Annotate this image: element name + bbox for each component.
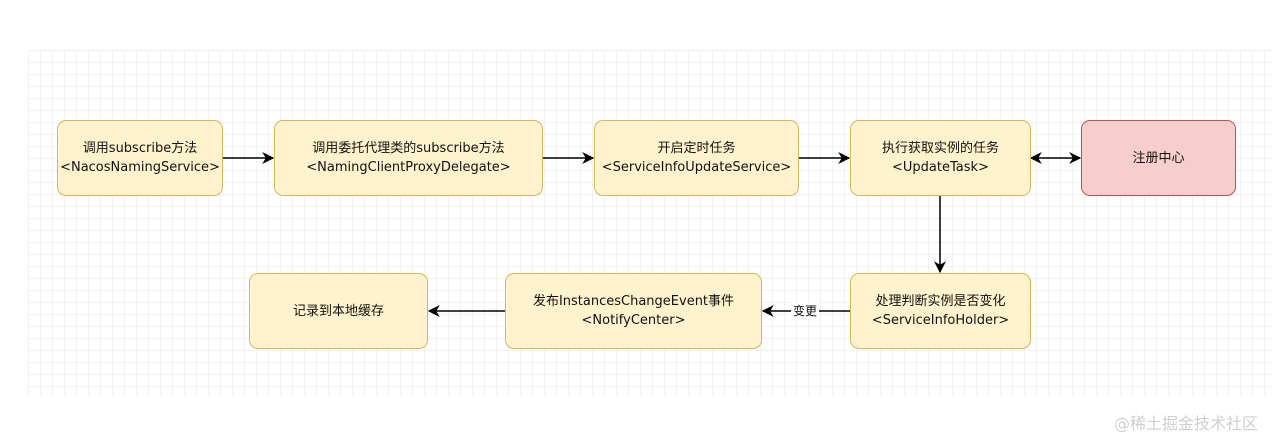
node-n5-line1: 注册中心 <box>1132 150 1185 166</box>
node-service-info-holder: 处理判断实例是否变化 <ServiceInfoHolder> <box>850 273 1031 349</box>
diagram-canvas <box>28 50 1272 395</box>
node-n8-line1: 记录到本地缓存 <box>292 303 384 319</box>
node-n3-line2: <ServiceInfoUpdateService> <box>601 160 792 175</box>
node-n4-line2: <UpdateTask> <box>892 160 989 175</box>
node-n7-line2: <NotifyCenter> <box>581 313 686 328</box>
node-nacos-naming-service: 调用subscribe方法 <NacosNamingService> <box>57 120 223 196</box>
node-n7-line1: 发布InstancesChangeEvent事件 <box>532 294 735 309</box>
node-n6-line2: <ServiceInfoHolder> <box>871 313 1010 328</box>
watermark: @稀土掘金技术社区 <box>1113 414 1258 433</box>
node-n3-line1: 开启定时任务 <box>657 141 736 156</box>
node-update-task: 执行获取实例的任务 <UpdateTask> <box>850 120 1031 196</box>
node-local-cache: 记录到本地缓存 <box>249 273 428 349</box>
node-naming-client-proxy-delegate: 调用委托代理类的subscribe方法 <NamingClientProxyDe… <box>274 120 543 196</box>
edge-label-change: 变更 <box>791 302 820 319</box>
node-n1-line2: <NacosNamingService> <box>60 160 220 175</box>
node-n6-line1: 处理判断实例是否变化 <box>875 294 1006 309</box>
node-n4-line1: 执行获取实例的任务 <box>881 141 999 156</box>
node-n2-line2: <NamingClientProxyDelegate> <box>306 160 511 175</box>
node-service-info-update-service: 开启定时任务 <ServiceInfoUpdateService> <box>594 120 799 196</box>
node-registry-center: 注册中心 <box>1081 120 1236 196</box>
node-n2-line1: 调用委托代理类的subscribe方法 <box>312 141 505 156</box>
node-n1-line1: 调用subscribe方法 <box>82 141 198 156</box>
node-notify-center: 发布InstancesChangeEvent事件 <NotifyCenter> <box>505 273 762 349</box>
